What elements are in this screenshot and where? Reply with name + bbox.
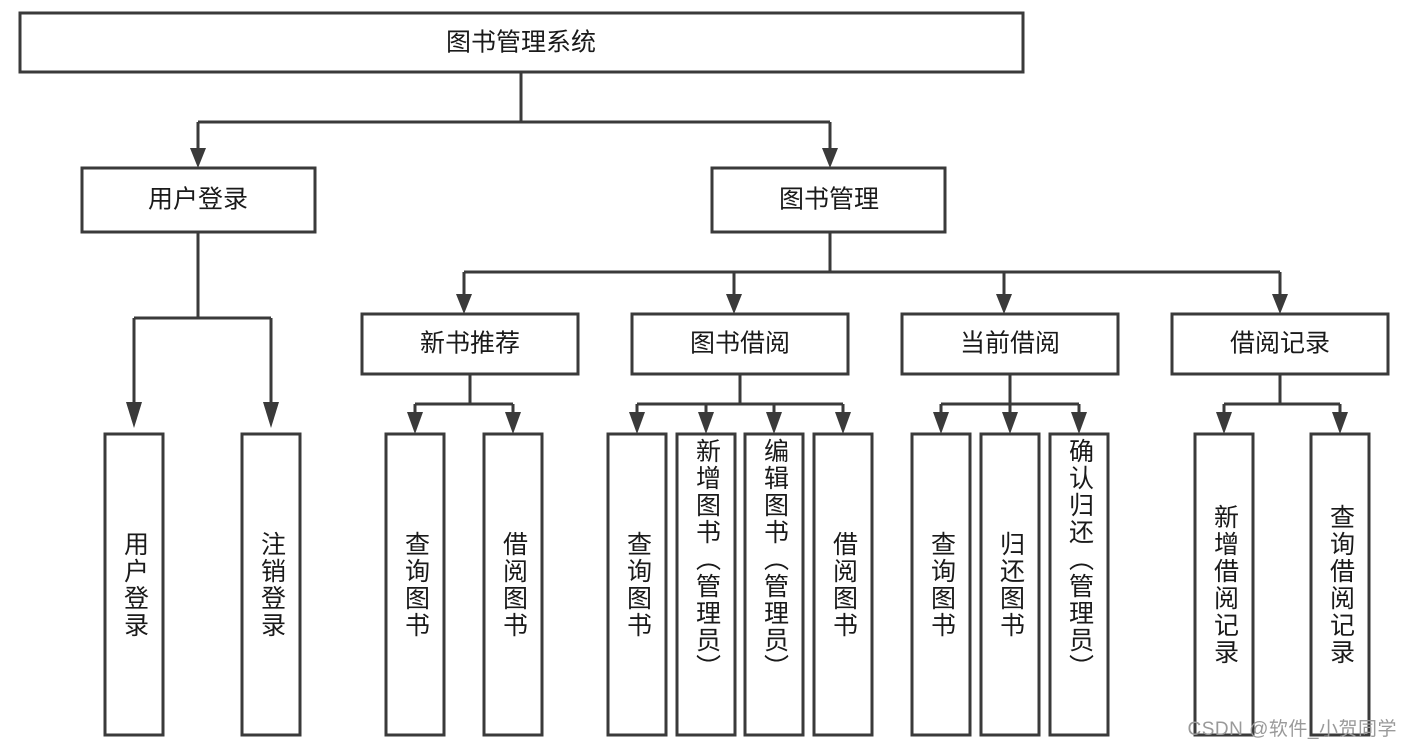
leaf-box-current-borrow-2[interactable] [1048, 432, 1110, 737]
arrowhead-book-mgmt [822, 148, 838, 168]
node-new-book-recommend-label: 新书推荐 [420, 330, 520, 358]
node-book-management-box[interactable] [710, 166, 947, 234]
arrowhead-leaf-user-login [126, 402, 142, 428]
node-current-borrow-box[interactable] [900, 312, 1120, 376]
arrowhead-cb-leaf1 [933, 412, 949, 434]
arrowhead-book-borrow [726, 294, 742, 314]
leaf-box-user-login-0[interactable] [103, 432, 165, 737]
leaf-box-book-borrow-1[interactable] [675, 432, 737, 737]
leaf-box-current-borrow-0[interactable] [910, 432, 972, 737]
arrowhead-borrow-record [1272, 294, 1288, 314]
arrowhead-bb-leaf2 [698, 412, 714, 434]
leaf-box-book-borrow-0[interactable] [606, 432, 668, 737]
node-book-borrow-label: 图书借阅 [690, 330, 790, 358]
leaf-box-new-book-0[interactable] [384, 432, 446, 737]
leaf-box-borrow-record-1[interactable] [1309, 432, 1371, 737]
leaf-box-book-borrow-2[interactable] [743, 432, 805, 737]
leaf-box-layer [103, 432, 1371, 737]
node-root-label: 图书管理系统 [446, 29, 596, 57]
node-new-book-recommend-box[interactable] [360, 312, 580, 376]
leaf-box-borrow-record-0[interactable] [1193, 432, 1255, 737]
csdn-watermark: CSDN @软件_小贺同学 [1187, 719, 1397, 740]
node-new-book-recommend[interactable]: 新书推荐 [360, 312, 580, 376]
node-book-management-label: 图书管理 [779, 186, 879, 214]
node-borrow-record[interactable]: 借阅记录 [1170, 312, 1390, 376]
node-root[interactable]: 图书管理系统 [18, 11, 1025, 74]
node-current-borrow-label: 当前借阅 [960, 330, 1060, 358]
node-borrow-record-box[interactable] [1170, 312, 1390, 376]
leaf-box-book-borrow-3[interactable] [812, 432, 874, 737]
arrowhead-bb-leaf4 [835, 412, 851, 434]
arrowhead-current-borrow [996, 294, 1012, 314]
node-borrow-record-label: 借阅记录 [1230, 330, 1330, 358]
node-book-borrow-box[interactable] [630, 312, 850, 376]
leaf-box-current-borrow-1[interactable] [979, 432, 1041, 737]
arrowhead-nb-leaf2 [505, 412, 521, 434]
arrowhead-bb-leaf1 [629, 412, 645, 434]
arrowhead-br-leaf2 [1332, 412, 1348, 434]
connector-layer [126, 72, 1348, 434]
node-current-borrow[interactable]: 当前借阅 [900, 312, 1120, 376]
arrowhead-br-leaf1 [1216, 412, 1232, 434]
arrowhead-new-book [456, 294, 472, 314]
node-user-login-label: 用户登录 [148, 186, 248, 214]
arrowhead-cb-leaf2 [1002, 412, 1018, 434]
node-user-login[interactable]: 用户登录 [80, 166, 317, 234]
node-user-login-box[interactable] [80, 166, 317, 234]
leaf-box-user-login-1[interactable] [240, 432, 302, 737]
node-root-box[interactable] [18, 11, 1025, 74]
arrowhead-leaf-logout [263, 402, 279, 428]
arrowhead-bb-leaf3 [766, 412, 782, 434]
arrowhead-user-login [190, 148, 206, 168]
arrowhead-nb-leaf1 [407, 412, 423, 434]
node-book-management[interactable]: 图书管理 [710, 166, 947, 234]
node-book-borrow[interactable]: 图书借阅 [630, 312, 850, 376]
leaf-box-new-book-1[interactable] [482, 432, 544, 737]
arrowhead-cb-leaf3 [1071, 412, 1087, 434]
